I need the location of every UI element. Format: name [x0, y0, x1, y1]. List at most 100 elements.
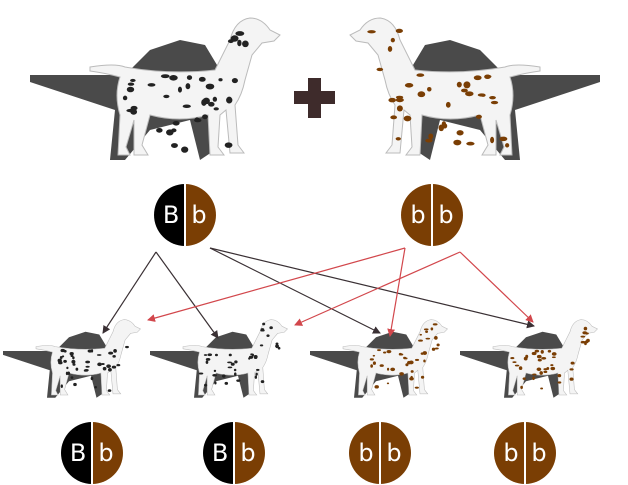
dog-spot: [236, 379, 241, 382]
dog-spot: [251, 353, 255, 357]
dog-spot: [277, 346, 281, 350]
dog-spot: [399, 372, 404, 376]
dog-spot: [418, 339, 423, 342]
allele-label: b: [98, 439, 113, 467]
dog-spot: [456, 81, 462, 88]
dog-spot: [499, 136, 508, 142]
dog-spot: [94, 386, 97, 389]
allele-label: b: [191, 201, 206, 229]
dog-spot: [234, 360, 238, 364]
dog-spot: [253, 355, 258, 360]
dog-spot: [398, 352, 403, 356]
dog-spot: [260, 380, 265, 384]
dog-spot: [423, 328, 429, 331]
dog-spot: [584, 340, 589, 344]
dog-spot: [130, 109, 138, 115]
dog-spot: [126, 86, 135, 93]
dog-spot: [569, 377, 574, 381]
dog-spot: [505, 143, 510, 148]
dog-spot: [372, 354, 376, 357]
dog-spot: [212, 373, 217, 377]
dog-spot: [122, 95, 128, 101]
dog-spot: [569, 368, 574, 371]
dog-spot: [208, 101, 215, 107]
dog-spot: [466, 141, 475, 146]
dog-spot: [531, 351, 537, 356]
dog-spot: [198, 76, 206, 82]
dog-spot: [550, 364, 554, 367]
dog-spot: [432, 323, 438, 326]
dog-spot: [390, 115, 398, 120]
allele-right-half: [380, 422, 411, 484]
dog-spot: [477, 93, 486, 97]
dog-spot: [69, 352, 74, 356]
dog-spot: [376, 67, 384, 72]
dog-spot: [518, 366, 523, 371]
dog-spot: [520, 385, 523, 389]
dog-spot: [107, 389, 112, 392]
dog-spot: [379, 364, 384, 367]
dog-spot: [434, 347, 439, 350]
dog-spot: [463, 81, 471, 89]
dog-spot: [430, 327, 434, 331]
dog-spot: [102, 366, 107, 371]
dog-spot: [550, 366, 556, 371]
allele-label: b: [503, 439, 518, 467]
dog-spot: [116, 363, 121, 367]
offspring-dog-3: [310, 319, 448, 398]
dog-spot: [532, 376, 535, 381]
dog-spot: [227, 361, 232, 364]
liver-spotted-parent: [349, 17, 600, 160]
dog-spot: [425, 330, 429, 333]
dog-spot: [125, 345, 129, 349]
dog-spot: [425, 138, 433, 143]
dog-spot: [108, 351, 114, 355]
dog-spot: [465, 91, 474, 97]
dog-spot: [551, 356, 556, 359]
dog-spot: [70, 376, 74, 379]
offspring-dog-4: [460, 319, 598, 398]
dog-spot: [182, 104, 191, 109]
dog-spot: [403, 356, 407, 359]
dog-spot: [260, 328, 265, 331]
arrow-black-to-offspring-3: [209, 247, 381, 334]
dog-spot: [96, 354, 102, 356]
dog-spot: [97, 362, 102, 367]
dog-spot: [484, 74, 491, 80]
dog-spot: [213, 107, 219, 111]
dog-spot: [512, 361, 517, 364]
dog-spot: [396, 105, 403, 112]
dog-spot: [367, 30, 376, 34]
dog-spot: [570, 361, 575, 365]
dog-spot: [377, 349, 381, 352]
dog-spot: [207, 353, 213, 357]
arrow-red-to-offspring-4: [459, 251, 534, 323]
allele-right-half: [525, 422, 556, 484]
dog-spot: [60, 384, 63, 389]
dog-spot: [147, 83, 156, 87]
dog-spot: [203, 383, 208, 387]
dog-spot: [409, 376, 414, 381]
dog-spot: [171, 143, 178, 148]
dog-spot: [453, 139, 462, 146]
dog-spot: [266, 334, 270, 337]
dog-spot: [395, 28, 403, 33]
dog-spot: [547, 349, 552, 353]
dog-spot: [73, 382, 77, 387]
dog-spot: [107, 367, 112, 372]
allele-label: b: [531, 439, 546, 467]
allele-label: b: [386, 439, 401, 467]
arrow-black-to-offspring-4: [209, 247, 535, 329]
dog-spot: [386, 382, 390, 385]
dog-spot: [441, 121, 446, 127]
dog-spot: [414, 358, 420, 362]
dog-spot: [169, 74, 178, 81]
dog-spot: [172, 120, 180, 126]
allele-label: b: [438, 201, 453, 229]
dog-spot: [213, 369, 217, 373]
allele-label: B: [163, 201, 179, 229]
dog-spot: [63, 359, 67, 363]
dog-spot: [395, 97, 404, 103]
